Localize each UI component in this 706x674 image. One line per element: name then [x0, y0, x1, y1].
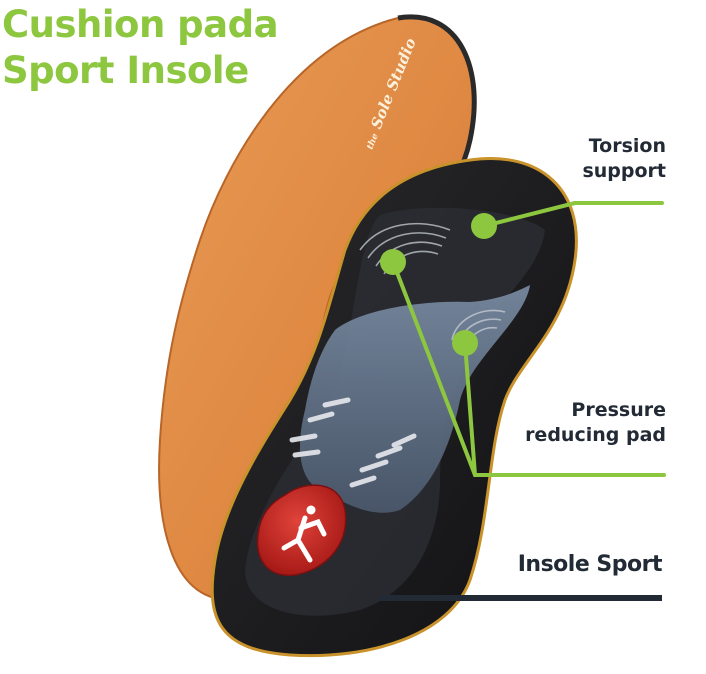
heel-grip-lines [289, 397, 417, 488]
insole-sport-label: Insole Sport [517, 552, 663, 577]
torsion-label-line-2: support [582, 160, 666, 182]
title-line-1: Cushion pada [2, 3, 279, 46]
torsion-label-line-1: Torsion [588, 135, 666, 157]
forefoot-marker-dot [380, 249, 406, 275]
torsion-support-label: Torsion support [466, 134, 666, 184]
runner-figure-icon [281, 505, 327, 563]
page-title: Cushion pada Sport Insole [2, 2, 279, 94]
pressure-reducing-pad-label: Pressure reducing pad [426, 398, 666, 448]
title-line-2: Sport Insole [2, 49, 249, 92]
pressure-label-line-1: Pressure [571, 399, 666, 421]
torsion-marker-dot [471, 213, 497, 239]
pressure-marker-dot [452, 330, 478, 356]
callout-lines [391, 201, 666, 477]
pressure-label-line-2: reducing pad [525, 424, 666, 446]
